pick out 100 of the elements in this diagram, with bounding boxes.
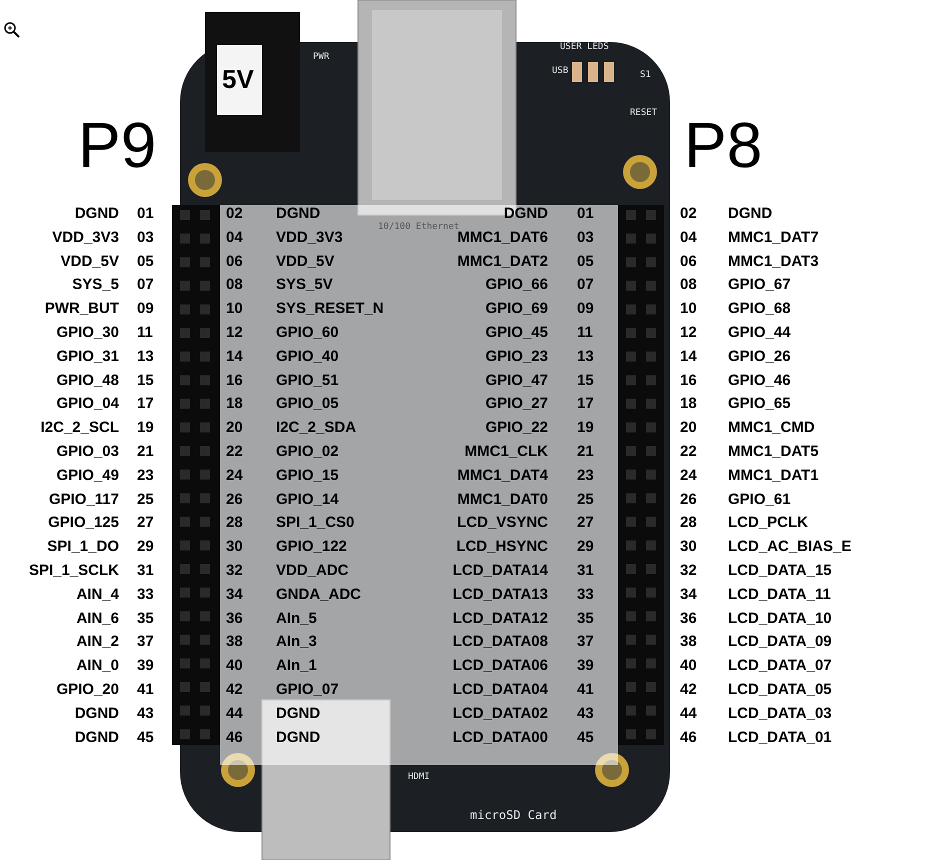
pin-name: DGND	[74, 728, 119, 747]
pin-number: 21	[577, 443, 594, 461]
pin-name: SPI_1_CS0	[276, 514, 354, 532]
pin-number: 27	[577, 514, 594, 532]
pin-name: GPIO_40	[276, 348, 339, 366]
pin-number: 15	[137, 372, 154, 390]
pin-number: 44	[680, 704, 697, 723]
pin-number: 37	[137, 633, 154, 652]
pin-name: GPIO_117	[48, 490, 119, 509]
pin-number: 07	[577, 276, 594, 294]
pin-number: 38	[680, 633, 697, 652]
pin-name: LCD_PCLK	[728, 514, 808, 532]
pin-name: GPIO_60	[276, 324, 339, 342]
pin-number: 38	[226, 633, 243, 652]
pin-name: DGND	[74, 205, 119, 223]
pin-number: 28	[680, 514, 697, 532]
pin-number: 06	[680, 252, 697, 271]
pin-number: 39	[577, 657, 594, 676]
pin-number: 20	[680, 419, 697, 438]
pin-name: MMC1_DAT3	[728, 252, 819, 271]
pin-name: MMC1_DAT6	[457, 228, 548, 247]
pin-name: GPIO_20	[56, 681, 119, 699]
silkscreen-text: PWR	[313, 52, 330, 63]
pin-number: 19	[137, 419, 154, 438]
pin-name: DGND	[276, 704, 320, 723]
pin-number: 10	[680, 300, 697, 318]
pin-name: GPIO_26	[728, 348, 791, 366]
header-label: P8	[684, 110, 762, 180]
pin-number: 06	[226, 252, 243, 271]
silkscreen-text: HDMI	[408, 772, 430, 783]
pin-number: 42	[226, 681, 243, 699]
pin-number: 09	[577, 300, 594, 318]
pin-number: 01	[577, 205, 594, 223]
pin-name: LCD_DATA_07	[728, 657, 832, 676]
pin-name: GPIO_02	[276, 443, 339, 461]
pin-name: AIn_3	[276, 633, 317, 652]
pin-number: 26	[680, 490, 697, 509]
pin-number: 45	[137, 728, 154, 747]
pin-name: LCD_DATA_11	[728, 586, 831, 604]
pin-name: GPIO_45	[485, 324, 548, 342]
pin-name: SYS_RESET_N	[276, 300, 384, 318]
pin-name: GPIO_69	[485, 300, 548, 318]
pin-name: SPI_1_DO	[47, 538, 119, 556]
silkscreen-text: USER LEDS	[560, 42, 609, 53]
silkscreen-text: RESET	[630, 108, 658, 119]
pin-number: 32	[680, 562, 697, 580]
pin-number: 21	[137, 443, 154, 461]
pin-name: DGND	[276, 728, 320, 747]
pin-name: GPIO_65	[728, 395, 791, 414]
pin-number: 04	[680, 228, 697, 247]
pin-name: LCD_DATA00	[452, 728, 548, 747]
pin-number: 12	[680, 324, 697, 342]
pin-name: LCD_DATA14	[452, 562, 548, 580]
pin-name: AIn_1	[276, 657, 317, 676]
pin-name: AIN_4	[76, 586, 119, 604]
pin-number: 42	[680, 681, 697, 699]
pin-name: GPIO_15	[276, 466, 339, 485]
pin-number: 07	[137, 276, 154, 294]
pin-number: 34	[226, 586, 243, 604]
pin-number: 02	[226, 205, 243, 223]
pin-name: LCD_AC_BIAS_E	[728, 538, 852, 556]
pin-number: 23	[137, 466, 154, 485]
pin-number: 26	[226, 490, 243, 509]
pin-name: MMC1_DAT7	[728, 228, 819, 247]
pin-number: 22	[680, 443, 697, 461]
pin-name: LCD_DATA_01	[728, 728, 832, 747]
pin-number: 16	[680, 372, 697, 390]
pin-name: MMC1_DAT2	[457, 252, 548, 271]
pin-number: 13	[137, 348, 154, 366]
pin-name: MMC1_CMD	[728, 419, 815, 438]
pin-number: 31	[137, 562, 154, 580]
pin-number: 19	[577, 419, 594, 438]
pin-name: VDD_ADC	[276, 562, 349, 580]
pin-name: GPIO_48	[56, 372, 119, 390]
pin-number: 41	[577, 681, 594, 699]
pin-name: GPIO_66	[485, 276, 548, 294]
pin-name: GPIO_51	[276, 372, 339, 390]
pin-number: 17	[577, 395, 594, 414]
pin-number: 18	[680, 395, 697, 414]
pin-name: LCD_VSYNC	[457, 514, 548, 532]
pin-name: GPIO_22	[485, 419, 548, 438]
pin-number: 34	[680, 586, 697, 604]
pin-name: AIN_6	[76, 610, 119, 628]
pin-name: GPIO_122	[276, 538, 347, 556]
pin-name: LCD_DATA04	[452, 681, 548, 699]
pin-number: 04	[226, 228, 243, 247]
pin-number: 25	[577, 490, 594, 509]
pin-number: 11	[137, 324, 153, 342]
pin-number: 28	[226, 514, 243, 532]
pin-name: AIN_0	[76, 657, 119, 676]
pin-number: 09	[137, 300, 154, 318]
pin-name: SYS_5V	[276, 276, 333, 294]
pin-name: MMC1_DAT0	[457, 490, 548, 509]
pin-number: 39	[137, 657, 154, 676]
pin-number: 08	[226, 276, 243, 294]
pin-name: GPIO_49	[56, 466, 119, 485]
pin-name: GPIO_47	[485, 372, 548, 390]
pin-name: SPI_1_SCLK	[28, 562, 119, 580]
pin-name: GPIO_14	[276, 490, 339, 509]
silkscreen-text: USB	[552, 66, 568, 77]
